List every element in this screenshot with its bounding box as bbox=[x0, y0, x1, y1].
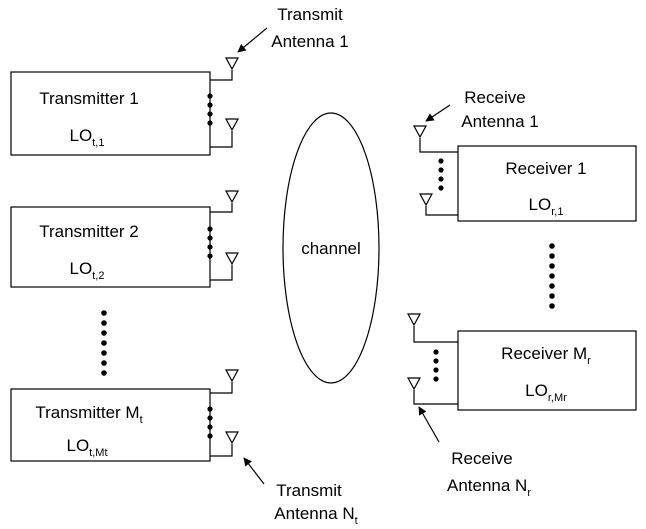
transmitter-mt-lo: LOt,Mt bbox=[66, 436, 107, 459]
tx-ant-1-line1: Transmit bbox=[277, 5, 343, 24]
tx2-antenna-ellipsis bbox=[207, 226, 213, 259]
rx-ant-nr-line1: Receive bbox=[451, 449, 512, 468]
transmitter-2-box bbox=[10, 206, 211, 288]
tx-ant-nt-arrow bbox=[243, 457, 265, 485]
transmitter-mt-box bbox=[10, 388, 211, 462]
tx-ant-nt-line2: Antenna Nt bbox=[274, 504, 357, 527]
receiver-mr-label: Receiver Mr bbox=[501, 344, 591, 367]
transmitter-ellipsis bbox=[101, 310, 107, 376]
annotation-transmit-antenna-nt: Transmit Antenna Nt bbox=[243, 457, 358, 527]
tx-ant-1-line2: Antenna 1 bbox=[271, 32, 349, 51]
rxmr-feed-top bbox=[413, 326, 458, 343]
txmt-antenna-ellipsis bbox=[207, 406, 213, 439]
transmitter-1: Transmitter 1 LOt,1 bbox=[10, 57, 239, 156]
receiver-mr-lo: LOr,Mr bbox=[525, 381, 567, 404]
rx-ant-1-arrow bbox=[425, 104, 451, 122]
receiver-ellipsis bbox=[549, 243, 555, 309]
rxmr-antenna-bottom-icon bbox=[407, 377, 421, 390]
transmitter-1-lo: LOt,1 bbox=[70, 126, 105, 149]
rx-ant-nr-arrow bbox=[418, 406, 440, 443]
tx-ant-nt-line1: Transmit bbox=[276, 481, 342, 500]
rx-ant-1-line1: Receive bbox=[464, 88, 525, 107]
tx2-feed-bottom bbox=[210, 265, 233, 281]
transmitter-mt-label: Transmitter Mt bbox=[35, 403, 142, 426]
txmt-antenna-bottom-icon bbox=[225, 431, 239, 444]
rxmr-antenna-top-icon bbox=[407, 313, 421, 326]
transmitter-1-box bbox=[10, 71, 211, 156]
rx1-antenna-ellipsis bbox=[438, 158, 444, 191]
txmt-antenna-top-icon bbox=[225, 369, 239, 382]
annotation-transmit-antenna-1: Transmit Antenna 1 bbox=[237, 5, 349, 53]
tx1-antenna-ellipsis bbox=[207, 93, 213, 126]
rxmr-feed-bottom bbox=[413, 390, 458, 405]
tx1-feed-bottom bbox=[210, 131, 233, 148]
transmitter-1-label: Transmitter 1 bbox=[39, 89, 139, 108]
receiver-mr-box bbox=[457, 330, 637, 411]
tx1-feed-top bbox=[210, 70, 233, 81]
annotation-receive-antenna-1: Receive Antenna 1 bbox=[425, 88, 539, 131]
transmitter-2-lo: LOt,2 bbox=[70, 259, 105, 282]
tx2-feed-top bbox=[210, 203, 233, 213]
rx1-antenna-top-icon bbox=[413, 125, 427, 138]
rx-ant-1-line2: Antenna 1 bbox=[461, 112, 539, 131]
tx2-antenna-top-icon bbox=[225, 190, 239, 203]
receiver-1-box bbox=[457, 145, 637, 222]
receiver-1-lo: LOr,1 bbox=[529, 195, 564, 218]
annotation-receive-antenna-nr: Receive Antenna Nr bbox=[418, 406, 531, 499]
receiver-mr: Receiver Mr LOr,Mr bbox=[407, 313, 637, 411]
tx-ant-1-arrow bbox=[237, 27, 268, 53]
receiver-1-label: Receiver 1 bbox=[505, 159, 586, 178]
rx1-feed-top bbox=[419, 138, 458, 153]
channel-ellipse bbox=[282, 112, 380, 384]
rx1-antenna-bottom-icon bbox=[419, 193, 433, 206]
txmt-feed-top bbox=[210, 382, 233, 394]
rx1-feed-bottom bbox=[425, 206, 458, 216]
transmitter-mt: Transmitter Mt LOt,Mt bbox=[10, 369, 239, 462]
tx1-antenna-top-icon bbox=[225, 57, 239, 70]
transmitter-2: Transmitter 2 LOt,2 bbox=[10, 190, 239, 288]
txmt-feed-bottom bbox=[210, 444, 233, 457]
receiver-1: Receiver 1 LOr,1 bbox=[413, 125, 637, 222]
transmitter-2-label: Transmitter 2 bbox=[39, 222, 139, 241]
rx-ant-nr-line2: Antenna Nr bbox=[447, 476, 531, 499]
rxmr-antenna-ellipsis bbox=[433, 349, 439, 382]
tx2-antenna-bottom-icon bbox=[225, 252, 239, 265]
channel-label: channel bbox=[301, 239, 361, 258]
tx1-antenna-bottom-icon bbox=[225, 118, 239, 131]
